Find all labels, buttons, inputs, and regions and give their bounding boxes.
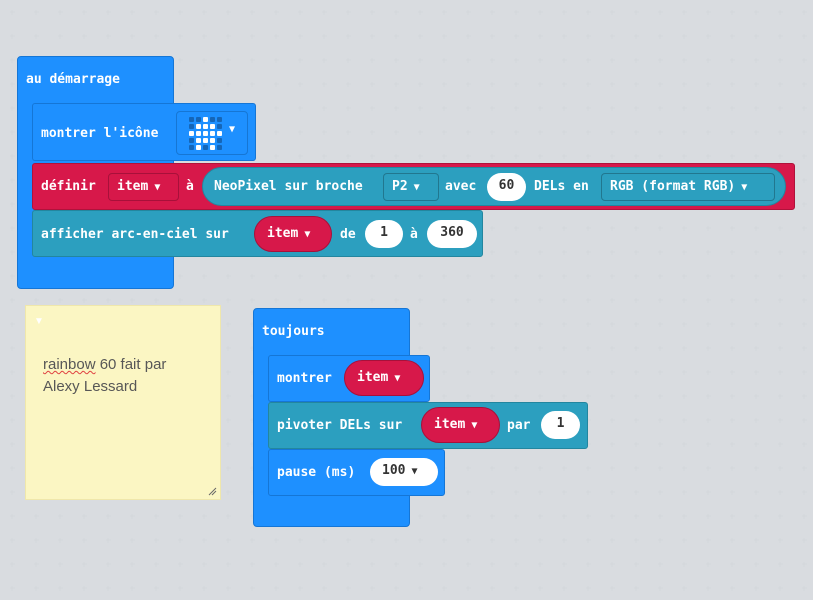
chevron-down-icon: ▼ — [413, 182, 420, 193]
pin-value: P2 — [392, 179, 408, 194]
collapse-triangle-icon[interactable]: ▼ — [34, 316, 44, 327]
with-label: avec — [445, 179, 477, 194]
on-start-label: au démarrage — [26, 72, 120, 87]
mode-dropdown[interactable]: RGB (format RGB) ▼ — [601, 173, 775, 201]
rotate-variable-dropdown[interactable]: item ▼ — [421, 407, 500, 443]
comment-line2: Alexy Lessard — [43, 378, 138, 395]
show-icon-label: montrer l'icône — [41, 126, 159, 141]
chevron-down-icon: ▼ — [471, 420, 478, 431]
chevron-down-icon: ▼ — [394, 373, 401, 384]
chevron-down-icon: ▼ — [304, 229, 311, 240]
comment-line1-rest: 60 fait par — [95, 356, 167, 373]
set-variable-name: item — [117, 179, 149, 194]
pause-label: pause (ms) — [277, 465, 356, 480]
led-count-input[interactable]: 60 — [487, 173, 526, 201]
pause-duration-value: 100 — [382, 463, 406, 478]
chevron-down-icon: ▼ — [411, 466, 418, 477]
icon-picker-dropdown[interactable]: ▼ — [176, 111, 248, 155]
chevron-down-icon: ▼ — [154, 182, 161, 193]
from-label: de — [340, 227, 356, 242]
forever-label: toujours — [262, 324, 325, 339]
leds-label: DELs en — [534, 179, 589, 194]
hue-end-input[interactable]: 360 — [427, 220, 477, 248]
set-variable-dropdown[interactable]: item ▼ — [108, 173, 179, 201]
chevron-down-icon: ▼ — [741, 182, 748, 193]
set-label: définir — [41, 179, 96, 194]
show-variable-name: item — [357, 370, 389, 385]
show-label: montrer — [277, 371, 332, 386]
hue-start-input[interactable]: 1 — [365, 220, 403, 248]
rainbow-variable-name: item — [267, 226, 299, 241]
pause-duration-dropdown[interactable]: 100 ▼ — [370, 458, 438, 486]
workspace-comment[interactable]: ▼ rainbow 60 fait par Alexy Lessard — [25, 305, 221, 500]
chevron-down-icon: ▼ — [229, 124, 236, 135]
hue-to-label: à — [410, 227, 418, 242]
resize-handle-icon[interactable] — [207, 486, 217, 496]
rotate-label: pivoter DELs sur — [277, 418, 403, 433]
by-label: par — [507, 418, 531, 433]
mode-value: RGB (format RGB) — [610, 179, 736, 194]
to-label: à — [186, 179, 194, 194]
offset-input[interactable]: 1 — [541, 411, 580, 439]
rotate-variable-name: item — [434, 417, 466, 432]
pin-dropdown[interactable]: P2 ▼ — [383, 173, 439, 201]
comment-word: rainbow — [43, 356, 96, 373]
neopixel-create-label: NeoPixel sur broche — [214, 179, 363, 194]
show-rainbow-label: afficher arc-en-ciel sur — [41, 227, 229, 242]
rainbow-variable-dropdown[interactable]: item ▼ — [254, 216, 332, 252]
led-grid-icon — [189, 117, 222, 150]
comment-text[interactable]: rainbow 60 fait par Alexy Lessard — [43, 354, 166, 398]
show-variable-dropdown[interactable]: item ▼ — [344, 360, 424, 396]
